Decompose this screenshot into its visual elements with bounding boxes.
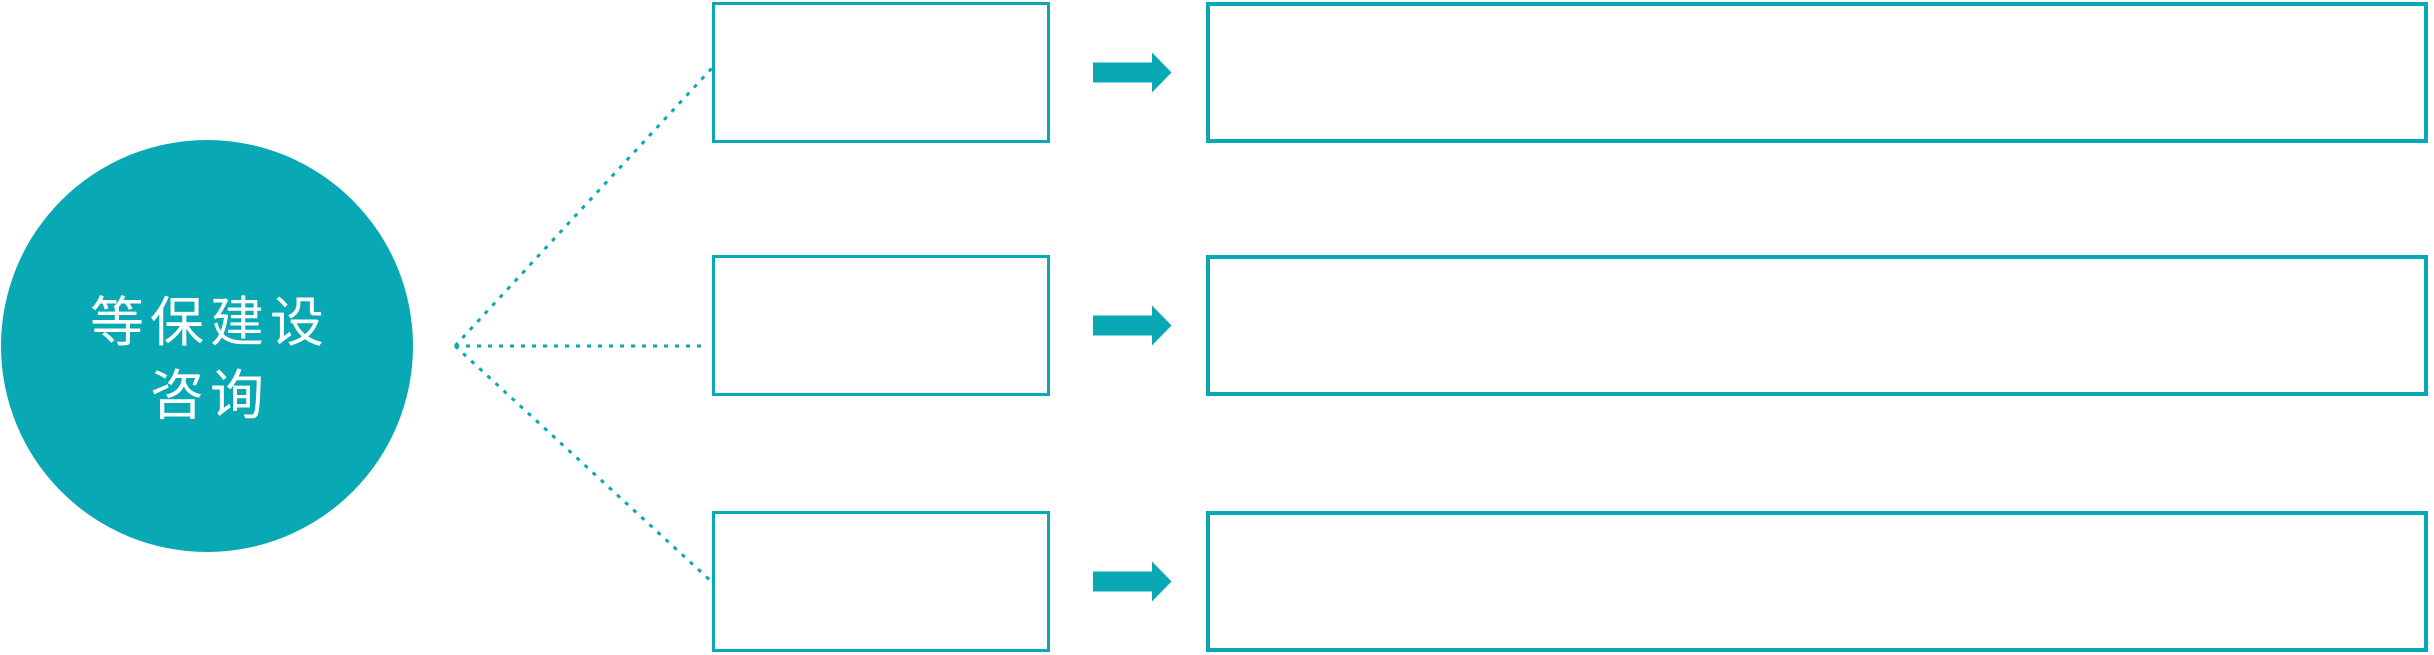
diagram-row (0, 2, 2434, 143)
diagram-row (0, 255, 2434, 396)
category-box (712, 255, 1050, 396)
category-box (712, 511, 1050, 652)
category-box (712, 2, 1050, 143)
topic-circle-label-line2: 咨询 (150, 366, 270, 426)
detail-box (1206, 255, 2428, 396)
detail-box (1206, 511, 2428, 652)
topic-circle: 等保建设 咨询 (1, 140, 413, 552)
topic-circle-label-line1: 等保建设 (90, 293, 330, 353)
detail-box (1206, 2, 2428, 143)
arrow-right-icon (1093, 561, 1172, 602)
diagram-row (0, 511, 2434, 652)
arrow-right-icon (1093, 305, 1172, 346)
arrow-right-icon (1093, 52, 1172, 93)
